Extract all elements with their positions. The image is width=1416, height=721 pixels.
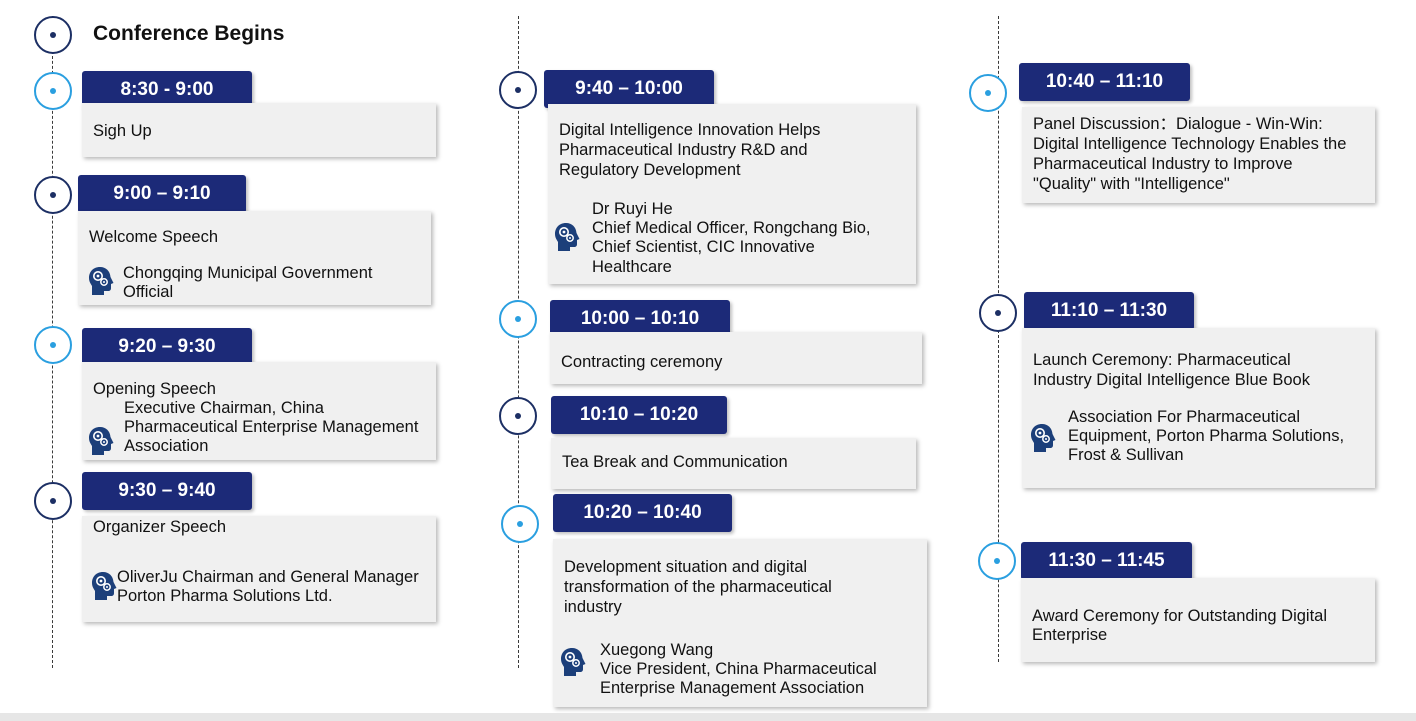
- session-title: Opening Speech: [93, 380, 216, 398]
- session-card: Launch Ceremony: Pharmaceutical Industry…: [1022, 328, 1375, 488]
- page-title: Conference Begins: [93, 22, 285, 45]
- session-title: Tea Break and Communication: [562, 453, 788, 471]
- speaker-line: Equipment, Porton Pharma Solutions,: [1068, 427, 1345, 445]
- timeline-line-3: [998, 16, 999, 662]
- speaker-line: Association For Pharmaceutical: [1068, 408, 1301, 426]
- session-title: Sigh Up: [93, 122, 152, 140]
- speaker-line: Pharmaceutical Enterprise Management: [124, 418, 419, 436]
- session-title: Award Ceremony for Outstanding Digital: [1032, 607, 1328, 625]
- session-card: Award Ceremony for Outstanding Digital E…: [1021, 578, 1375, 662]
- time-badge: 11:30 – 11:45: [1021, 542, 1192, 580]
- speaker-line: Xuegong Wang: [600, 641, 714, 659]
- timeline-dot-icon: [979, 294, 1017, 332]
- head-gears-icon: [554, 222, 580, 252]
- time-badge: 10:40 – 11:10: [1019, 63, 1190, 101]
- speaker-line: Chongqing Municipal Government: [123, 264, 373, 282]
- timeline-dot-icon: [501, 505, 539, 543]
- session-title: Digital Intelligence Innovation Helps: [559, 121, 821, 139]
- timeline-dot-icon: [978, 542, 1016, 580]
- session-card: Development situation and digital transf…: [553, 539, 927, 707]
- session-title: industry: [564, 598, 622, 616]
- session-card: Organizer Speech OliverJu Chairman and G…: [82, 516, 436, 622]
- speaker-line: Frost & Sullivan: [1068, 446, 1184, 464]
- head-gears-icon: [88, 426, 114, 456]
- session-title: "Quality" with "Intelligence": [1033, 175, 1230, 193]
- speaker-line: Enterprise Management Association: [600, 679, 865, 697]
- session-title: Enterprise: [1032, 626, 1108, 644]
- session-title: Industry Digital Intelligence Blue Book: [1033, 371, 1310, 389]
- session-title: Launch Ceremony: Pharmaceutical: [1033, 351, 1291, 369]
- timeline-dot-icon: [499, 397, 537, 435]
- session-title: Pharmaceutical Industry R&D and: [559, 141, 808, 159]
- timeline-dot-icon: [34, 482, 72, 520]
- speaker-line: Chief Medical Officer, Rongchang Bio,: [592, 219, 871, 237]
- session-title: Contracting ceremony: [561, 353, 723, 371]
- head-gears-icon: [91, 571, 117, 601]
- session-title: Pharmaceutical Industry to Improve: [1033, 155, 1293, 173]
- speaker-line: Official: [123, 283, 174, 301]
- session-title: Organizer Speech: [93, 518, 226, 536]
- session-card: Opening Speech Executive Chairman, China…: [82, 362, 436, 460]
- session-title: transformation of the pharmaceutical: [564, 578, 832, 596]
- time-badge: 11:10 – 11:30: [1024, 292, 1194, 330]
- session-title: Development situation and digital: [564, 558, 808, 576]
- time-badge: 10:20 – 10:40: [553, 494, 732, 532]
- timeline-dot-icon: [34, 16, 72, 54]
- time-badge: 9:40 – 10:00: [544, 70, 714, 108]
- time-badge: 10:00 – 10:10: [550, 300, 730, 338]
- timeline-dot-icon: [34, 72, 72, 110]
- speaker-line: Dr Ruyi He: [592, 200, 673, 218]
- timeline-dot-icon: [34, 176, 72, 214]
- speaker-line: Vice President, China Pharmaceutical: [600, 660, 877, 678]
- time-badge: 8:30 - 9:00: [82, 71, 252, 109]
- time-badge: 9:30 – 9:40: [82, 472, 252, 510]
- time-badge: 9:20 – 9:30: [82, 328, 252, 366]
- head-gears-icon: [88, 266, 114, 296]
- speaker-line: OliverJu Chairman and General Manager: [117, 568, 419, 586]
- session-card: Tea Break and Communication: [551, 438, 916, 489]
- session-title: Digital Intelligence Technology Enables …: [1033, 135, 1347, 153]
- session-card: Welcome Speech Chongqing Municipal Gover…: [78, 211, 431, 305]
- speaker-line: Healthcare: [592, 258, 672, 276]
- session-title: Welcome Speech: [89, 228, 219, 246]
- time-badge: 10:10 – 10:20: [551, 396, 727, 434]
- speaker-line: Association: [124, 437, 209, 455]
- session-card: Sigh Up: [82, 103, 436, 157]
- session-card: Panel Discussion：Dialogue - Win-Win: Dig…: [1022, 107, 1375, 203]
- speaker-line: Executive Chairman, China: [124, 399, 324, 417]
- head-gears-icon: [1030, 423, 1056, 453]
- head-gears-icon: [560, 647, 586, 677]
- session-title: Panel Discussion：Dialogue - Win-Win:: [1033, 115, 1323, 133]
- session-card: Digital Intelligence Innovation Helps Ph…: [548, 104, 916, 284]
- timeline-dot-icon: [499, 71, 537, 109]
- speaker-line: Porton Pharma Solutions Ltd.: [117, 587, 333, 605]
- timeline-dot-icon: [969, 74, 1007, 112]
- time-badge: 9:00 – 9:10: [78, 175, 246, 213]
- timeline-dot-icon: [499, 300, 537, 338]
- timeline-line-2: [518, 16, 519, 668]
- speaker-line: Chief Scientist, CIC Innovative: [592, 238, 815, 256]
- session-card: Contracting ceremony: [550, 332, 922, 384]
- timeline-dot-icon: [34, 326, 72, 364]
- bottom-bar: [0, 713, 1416, 721]
- session-title: Regulatory Development: [559, 161, 741, 179]
